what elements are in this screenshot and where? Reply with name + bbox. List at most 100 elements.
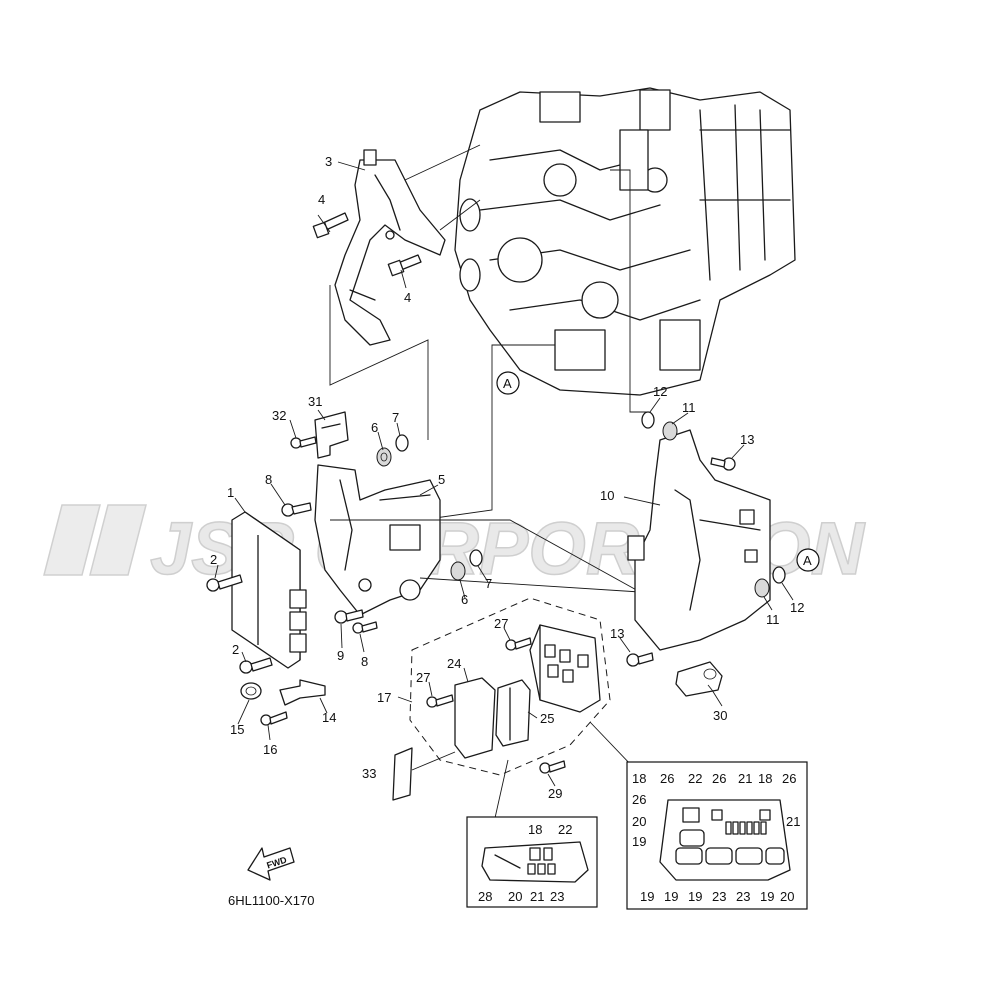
relay-25 [495,679,531,747]
svg-text:29: 29 [548,786,562,801]
svg-text:21: 21 [530,889,544,904]
svg-text:13: 13 [610,626,624,641]
diagram-code: 6HL1100-X170 [228,893,315,908]
svg-text:8: 8 [265,472,272,487]
svg-text:23: 23 [550,889,564,904]
svg-text:6: 6 [461,592,468,607]
svg-text:17: 17 [377,690,391,705]
svg-text:7: 7 [392,410,399,425]
svg-text:19: 19 [640,889,654,904]
svg-text:19: 19 [760,889,774,904]
svg-text:18: 18 [758,771,772,786]
svg-text:28: 28 [478,889,492,904]
svg-text:11: 11 [682,400,696,415]
svg-text:6: 6 [371,420,378,435]
collar-7a [395,434,409,452]
svg-text:19: 19 [664,889,678,904]
svg-text:18: 18 [632,771,646,786]
bolt-8a [281,502,312,517]
svg-text:A: A [803,553,812,568]
grommet-6a [376,447,392,467]
reference-a-right: A [796,548,820,572]
svg-text:4: 4 [404,290,411,305]
svg-text:27: 27 [494,616,508,631]
svg-text:14: 14 [322,710,336,725]
svg-text:21: 21 [738,771,752,786]
reference-a-upper: A [496,371,520,395]
svg-text:9: 9 [337,648,344,663]
bolt-2a [206,574,243,592]
callout-numbers: 3 4 4 31 32 6 7 1 8 5 2 2 9 8 6 7 10 12 … [210,154,804,801]
collar-12b [772,566,786,584]
svg-text:12: 12 [790,600,804,615]
svg-text:27: 27 [416,670,430,685]
grommet-6b [450,561,466,581]
svg-text:24: 24 [447,656,461,671]
engine-block [454,87,796,396]
svg-text:12: 12 [653,384,667,399]
svg-text:26: 26 [712,771,726,786]
callout-leaders [214,161,794,787]
bolt-9 [334,609,364,624]
svg-text:2: 2 [232,642,239,657]
clip-31 [314,411,349,459]
svg-text:A: A [503,376,512,391]
svg-text:22: 22 [688,771,702,786]
svg-text:20: 20 [632,814,646,829]
screw-29 [539,760,566,774]
svg-text:26: 26 [660,771,674,786]
svg-text:5: 5 [438,472,445,487]
screw-16 [260,711,288,726]
svg-text:13: 13 [740,432,754,447]
svg-text:1: 1 [227,485,234,500]
clamp-15 [240,682,262,700]
svg-text:26: 26 [782,771,796,786]
svg-text:23: 23 [712,889,726,904]
cover-24 [454,677,496,759]
bolt-2b [239,657,273,674]
bolt-4b [387,254,422,277]
label-33 [392,747,413,801]
svg-text:30: 30 [713,708,727,723]
grommet-11a [662,421,678,441]
svg-text:7: 7 [485,576,492,591]
fuse-box-17 [529,624,601,713]
svg-text:33: 33 [362,766,376,781]
svg-text:15: 15 [230,722,244,737]
bolt-4a [312,212,349,239]
svg-text:31: 31 [308,394,322,409]
svg-text:23: 23 [736,889,750,904]
svg-text:32: 32 [272,408,286,423]
collar-12a [641,411,655,429]
svg-text:21: 21 [786,814,800,829]
svg-text:20: 20 [780,889,794,904]
svg-text:16: 16 [263,742,277,757]
bolt-8b [352,621,378,634]
bolt-13b [626,652,654,667]
detail-box-left: 18 22 28 20 21 23 [466,816,598,908]
bracket-10 [627,429,771,651]
cap-30 [675,661,723,697]
bolt-13a [710,457,736,471]
svg-text:22: 22 [558,822,572,837]
grommet-11b [754,578,770,598]
bracket-5 [314,464,441,616]
collar-7b [469,549,483,567]
svg-text:2: 2 [210,552,217,567]
svg-text:26: 26 [632,792,646,807]
svg-text:10: 10 [600,488,614,503]
ecu-module-1 [231,511,307,669]
svg-text:20: 20 [508,889,522,904]
forward-arrow-icon: FWD [247,847,295,881]
upper-bracket [334,149,446,346]
screw-32 [290,436,317,449]
svg-text:11: 11 [766,612,780,627]
bracket-14 [279,679,326,706]
svg-text:19: 19 [688,889,702,904]
svg-text:3: 3 [325,154,332,169]
svg-text:4: 4 [318,192,325,207]
detail-box-right: 18 26 22 26 21 18 26 26 20 21 19 19 19 1… [626,761,808,910]
svg-text:25: 25 [540,711,554,726]
svg-text:18: 18 [528,822,542,837]
